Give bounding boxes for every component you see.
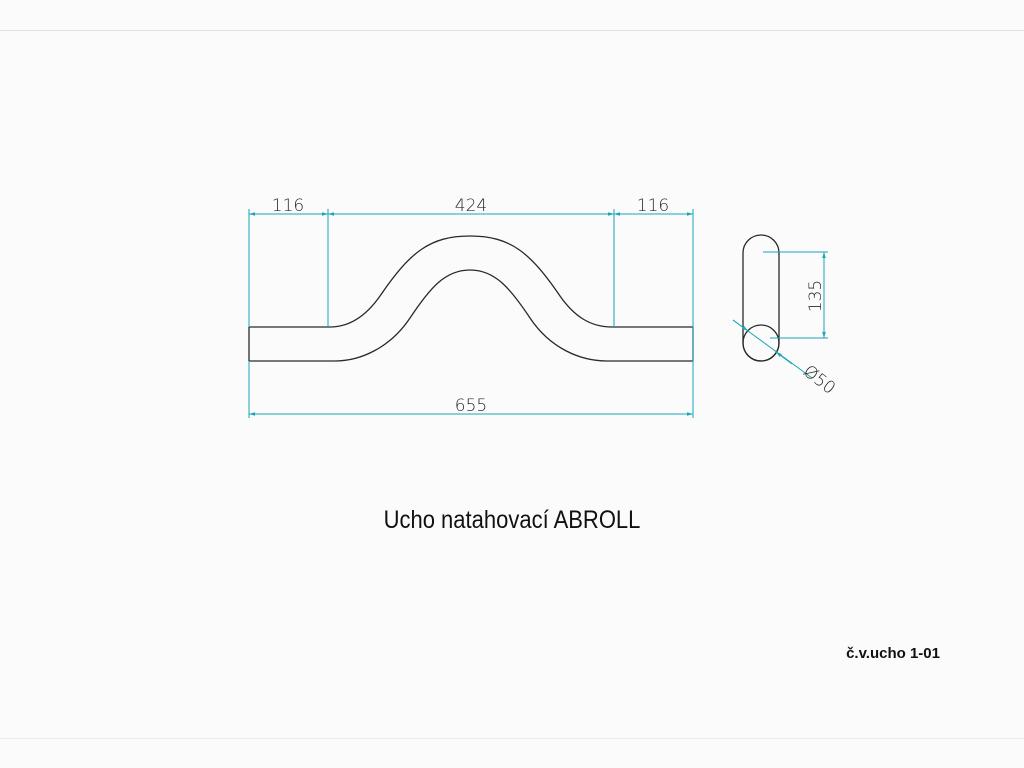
diameter-dimension — [732, 319, 813, 379]
side-view-end-circle — [742, 324, 780, 362]
side-view — [742, 234, 780, 362]
sheet-top-edge — [0, 30, 1024, 31]
dim-arrow-diameter-a — [732, 319, 749, 332]
dim-label-side-135: 135 — [806, 280, 826, 312]
dim-label-left-116: 116 — [272, 196, 304, 216]
dim-label-middle-424: 424 — [455, 196, 487, 216]
sheet-bottom-edge — [0, 738, 1024, 739]
dim-label-diameter: Ø50 — [799, 361, 839, 398]
top-dimensions — [248, 209, 694, 361]
front-view — [248, 235, 694, 362]
dim-label-overall-655: 655 — [455, 396, 487, 416]
handle-upper-outline — [249, 235, 693, 328]
drawing-title: Ucho natahovací ABROLL — [383, 506, 641, 534]
side-view-outline — [742, 234, 780, 362]
dim-arrow-diameter-b — [775, 351, 793, 365]
overall-dimension — [248, 361, 694, 418]
drawing-number: č.v.ucho 1-01 — [846, 645, 940, 662]
side-height-dimension — [763, 251, 828, 339]
handle-lower-outline — [249, 269, 693, 362]
dim-label-right-116: 116 — [637, 196, 669, 216]
